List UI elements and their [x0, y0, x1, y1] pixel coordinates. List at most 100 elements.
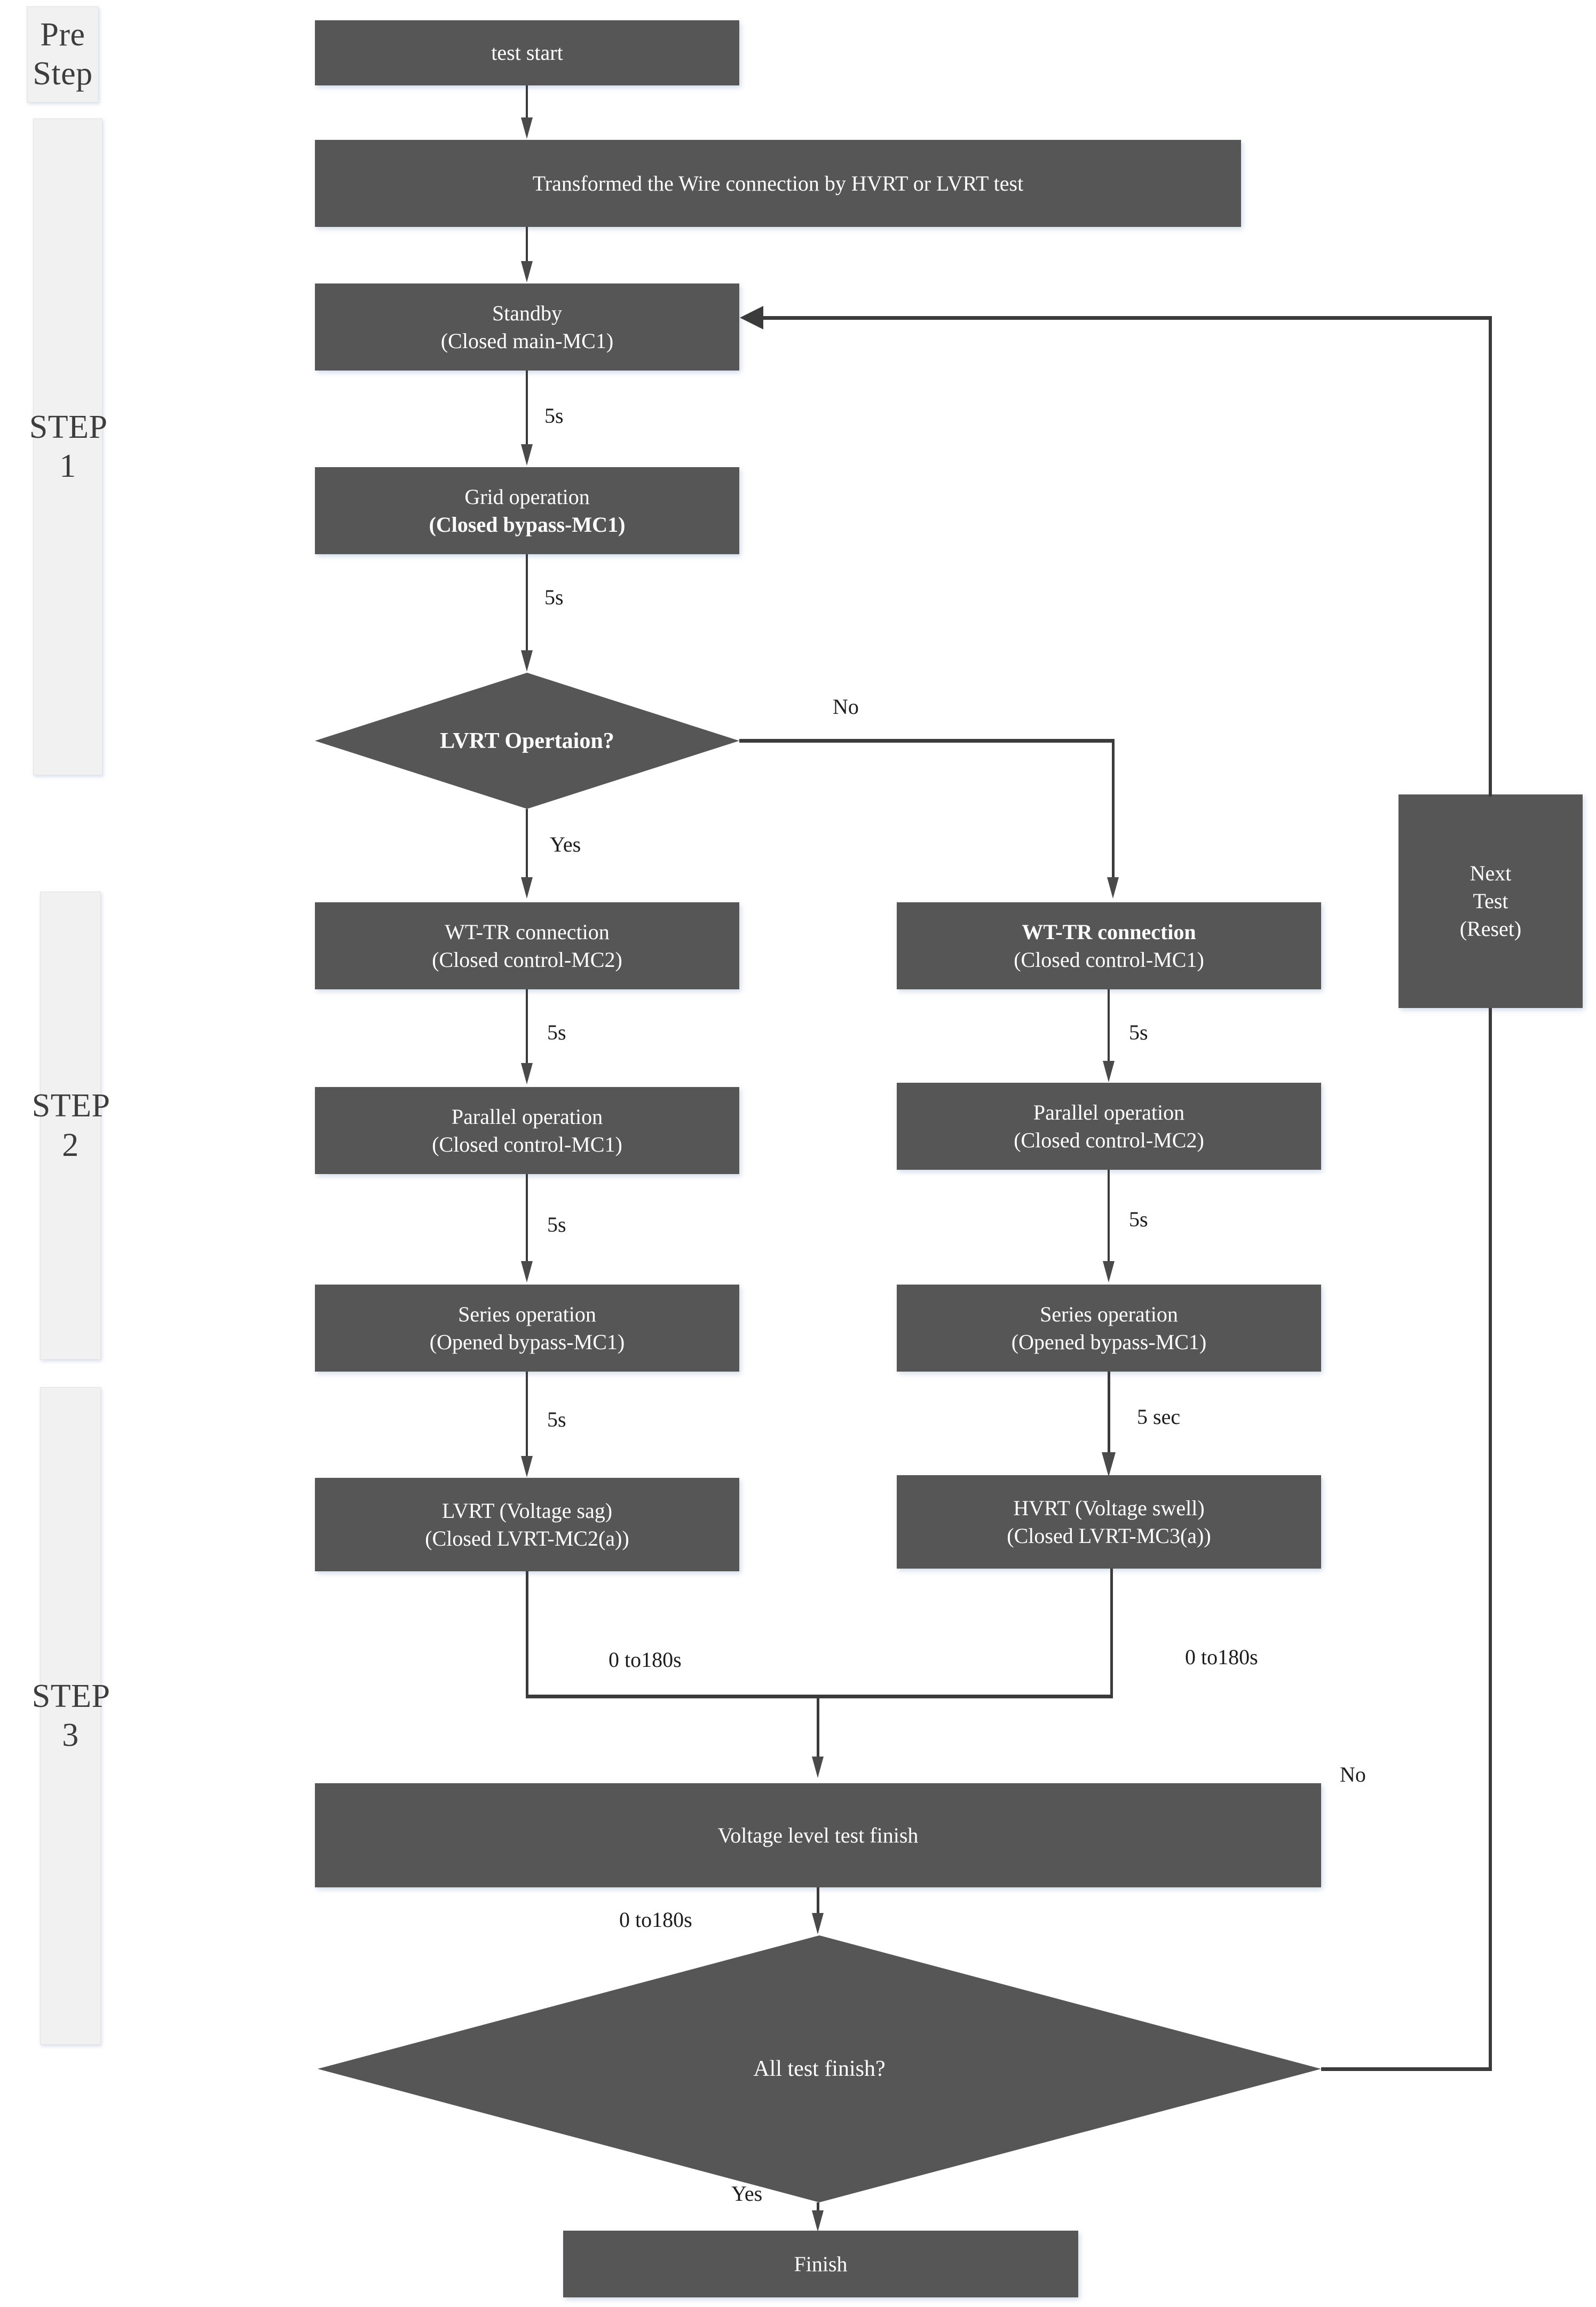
connector-parallel-left-to-series [526, 1174, 528, 1262]
node-standby[interactable]: Standby (Closed main-MC1) [315, 284, 739, 371]
node-voltage-level-finish-line-0: Voltage level test finish [717, 1823, 919, 1847]
edge-label-all-test-no: No [1340, 1762, 1366, 1786]
edge-label-merge-to-all-test: 0 to180s [619, 1908, 692, 1932]
node-voltage-level-finish[interactable]: Voltage level test finish [315, 1783, 1321, 1887]
node-series-right-line-1: (Opened bypass-MC1) [1011, 1329, 1207, 1354]
arrowhead-test-start-to-transform [521, 117, 533, 139]
band-pre-step-label: Pre Step [33, 16, 93, 92]
decision-lvrt-operation-shape [315, 673, 739, 809]
connector-merge-to-voltage-finish [817, 1695, 819, 1758]
arrowhead-series-right-to-hvrt [1102, 1452, 1116, 1477]
edge-label-wt-tr-left-to-parallel: 5s [547, 1020, 566, 1044]
node-series-left-line-1: (Opened bypass-MC1) [429, 1329, 625, 1354]
decision-lvrt-operation[interactable]: LVRT Opertaion? [315, 673, 739, 809]
arrowhead-wt-tr-right-to-parallel [1103, 1061, 1115, 1082]
arrowhead-all-test-yes [812, 2210, 824, 2232]
arrowhead-parallel-right-to-series [1103, 1261, 1115, 1282]
arrowhead-decision-no [1107, 877, 1119, 899]
arrowhead-decision-yes [521, 877, 533, 899]
node-parallel-right-line-0: Parallel operation [1033, 1100, 1185, 1124]
node-standby-line-1: (Closed main-MC1) [440, 328, 614, 353]
node-wt-tr-right-line-1: (Closed control-MC1) [1014, 947, 1204, 972]
arrowhead-transform-to-standby [521, 261, 533, 282]
arrowhead-standby-to-grid [521, 444, 533, 466]
edge-label-grid-to-decision: 5s [544, 585, 564, 609]
node-grid-operation-line-0: Grid operation [464, 484, 590, 509]
node-parallel-right-line-1: (Closed control-MC2) [1014, 1128, 1204, 1152]
node-wt-tr-right-line-0: WT-TR connection [1022, 919, 1196, 944]
node-finish-line-0: Finish [794, 2251, 848, 2276]
connector-decision-no-horizontal [739, 739, 1115, 743]
node-parallel-left-line-0: Parallel operation [451, 1104, 603, 1129]
band-step-2: STEP 2 [32, 892, 110, 1360]
connector-merge-bar [526, 1695, 1113, 1698]
edge-label-series-left-to-lvrt: 5s [547, 1407, 566, 1431]
node-series-left-line-0: Series operation [458, 1302, 596, 1326]
connector-parallel-right-to-series [1108, 1170, 1110, 1262]
edge-label-wt-tr-right-to-parallel: 5s [1129, 1020, 1148, 1044]
node-grid-operation[interactable]: Grid operation (Closed bypass-MC1) [315, 467, 739, 554]
edge-label-all-test-yes: Yes [731, 2182, 763, 2206]
node-wt-tr-left[interactable]: WT-TR connection (Closed control-MC2) [315, 902, 739, 989]
node-series-left[interactable]: Series operation (Opened bypass-MC1) [315, 1285, 739, 1372]
band-step-1-label: STEP 1 [29, 408, 108, 484]
node-finish[interactable]: Finish [563, 2231, 1078, 2297]
node-lvrt-line-0: LVRT (Voltage sag) [441, 1498, 613, 1523]
connector-series-right-to-hvrt [1108, 1372, 1110, 1454]
node-transform-wire[interactable]: Transformed the Wire connection by HVRT … [315, 140, 1241, 227]
node-transform-wire-line-0: Transformed the Wire connection by HVRT … [532, 171, 1024, 195]
connector-wt-tr-right-to-parallel [1108, 989, 1110, 1064]
edge-label-decision-yes: Yes [550, 832, 581, 856]
decision-all-test-finish-shape [318, 1935, 1321, 2202]
arrowhead-wt-tr-left-to-parallel [521, 1063, 533, 1084]
band-pre-step: Pre Step [27, 6, 99, 103]
connector-all-test-no-horizontal [1321, 2067, 1492, 2071]
connector-test-start-to-transform [526, 85, 528, 119]
connector-next-test-to-standby-horizontal [763, 316, 1490, 320]
connector-series-left-to-lvrt [526, 1372, 528, 1457]
node-test-start-line-0: test start [491, 41, 563, 65]
arrowhead-voltage-finish-to-all-test [812, 1913, 824, 1934]
arrowhead-next-test-to-standby [740, 306, 763, 329]
band-step-2-label: STEP 2 [31, 1088, 110, 1163]
node-parallel-left[interactable]: Parallel operation (Closed control-MC1) [315, 1087, 739, 1174]
connector-standby-to-grid [526, 371, 528, 445]
decision-all-test-finish[interactable]: All test finish? [318, 1935, 1321, 2202]
band-step-3-label: STEP 3 [31, 1678, 110, 1753]
node-next-test-line-0: Next [1469, 861, 1512, 885]
connector-decision-no-vertical [1112, 739, 1115, 878]
edge-label-parallel-left-to-series: 5s [547, 1212, 566, 1237]
node-parallel-right[interactable]: Parallel operation (Closed control-MC2) [897, 1083, 1321, 1170]
node-series-right[interactable]: Series operation (Opened bypass-MC1) [897, 1285, 1321, 1372]
node-series-right-line-0: Series operation [1040, 1302, 1178, 1326]
node-lvrt[interactable]: LVRT (Voltage sag) (Closed LVRT-MC2(a)) [315, 1478, 739, 1571]
node-parallel-left-line-1: (Closed control-MC1) [432, 1132, 622, 1156]
connector-next-test-to-standby-vertical [1489, 316, 1492, 797]
node-grid-operation-line-1: (Closed bypass-MC1) [429, 512, 626, 537]
node-hvrt-line-1: (Closed LVRT-MC3(a)) [1007, 1523, 1211, 1548]
node-wt-tr-left-line-1: (Closed control-MC2) [432, 947, 622, 972]
connector-grid-to-decision [526, 554, 528, 650]
connector-voltage-finish-to-all-test [817, 1887, 819, 1914]
node-next-test[interactable]: Next Test (Reset) [1399, 794, 1583, 1008]
band-step-3: STEP 3 [32, 1387, 110, 2045]
node-lvrt-line-1: (Closed LVRT-MC2(a)) [425, 1526, 629, 1550]
band-step-1: STEP 1 [29, 119, 107, 775]
edge-label-standby-to-grid: 5s [544, 404, 564, 428]
node-wt-tr-left-line-0: WT-TR connection [445, 919, 610, 944]
connector-transform-to-standby [526, 227, 528, 261]
node-test-start[interactable]: test start [315, 20, 739, 85]
edge-label-hvrt-to-merge: 0 to180s [1185, 1645, 1258, 1669]
node-hvrt[interactable]: HVRT (Voltage swell) (Closed LVRT-MC3(a)… [897, 1475, 1321, 1569]
arrowhead-series-left-to-lvrt [521, 1456, 533, 1477]
connector-wt-tr-left-to-parallel [526, 989, 528, 1064]
node-next-test-line-2: (Reset) [1459, 917, 1522, 941]
node-wt-tr-right[interactable]: WT-TR connection (Closed control-MC1) [897, 902, 1321, 989]
edge-label-parallel-right-to-series: 5s [1129, 1207, 1148, 1231]
arrowhead-merge-to-voltage-finish [812, 1757, 824, 1778]
arrowhead-parallel-left-to-series [521, 1261, 533, 1282]
connector-decision-yes [526, 809, 528, 878]
connector-hvrt-to-merge [1110, 1569, 1113, 1697]
edge-label-series-right-to-hvrt: 5 sec [1137, 1405, 1181, 1429]
